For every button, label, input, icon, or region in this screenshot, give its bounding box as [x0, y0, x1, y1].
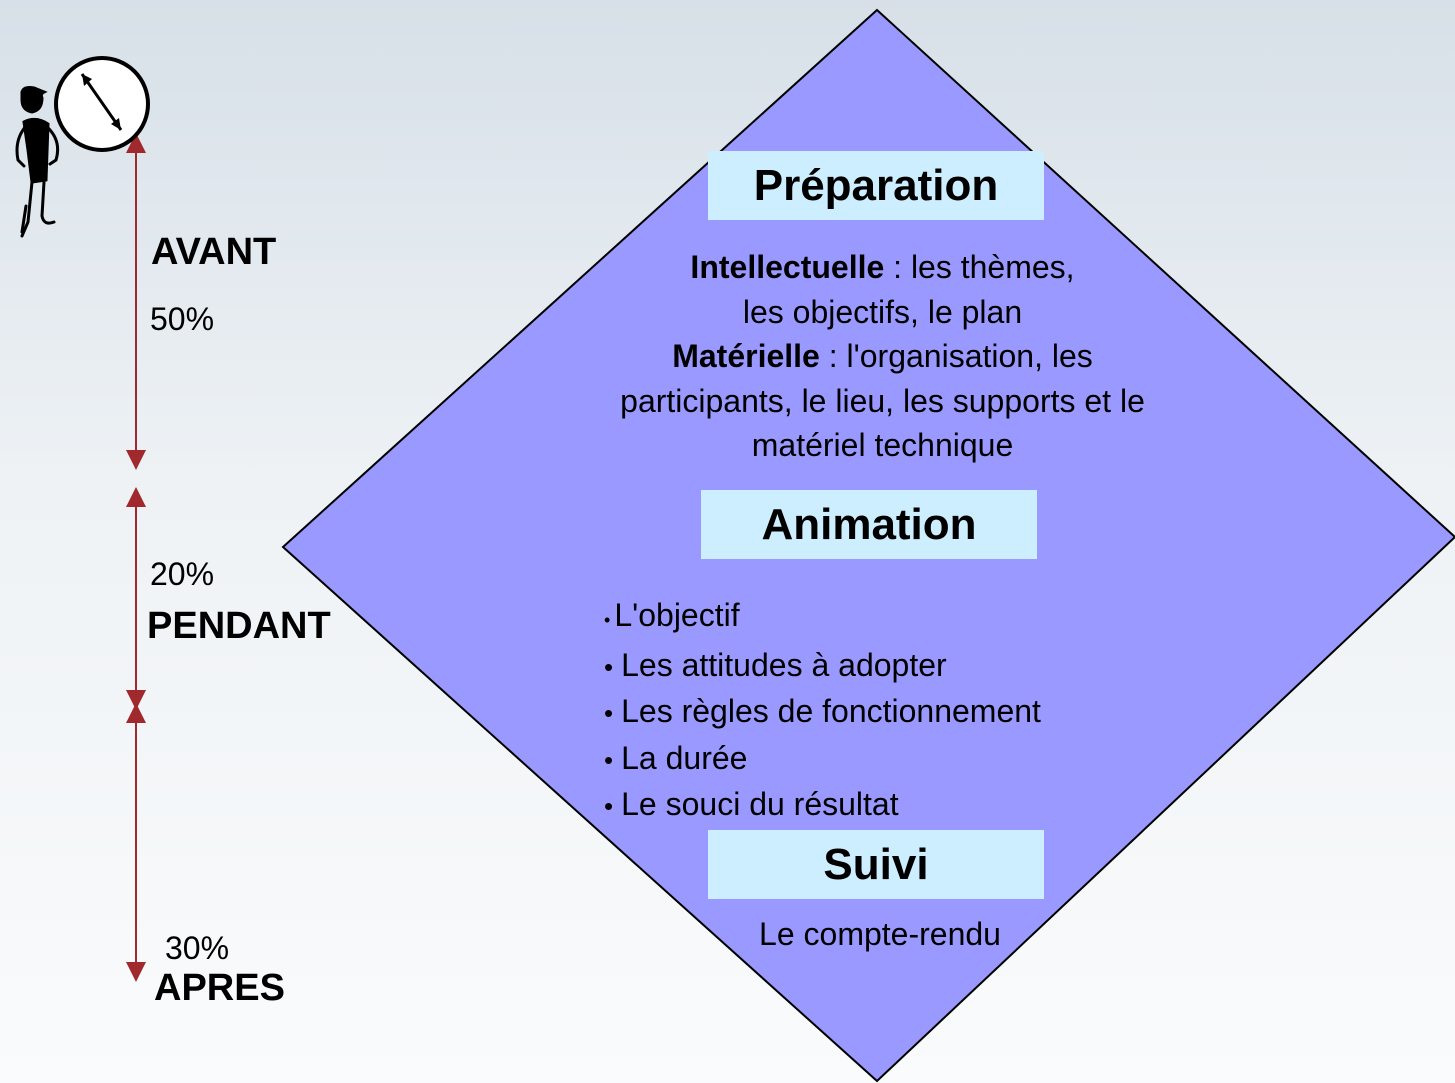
list-item: •Le souci du résultat	[604, 782, 1041, 829]
phase-percent-pendant: 20%	[150, 556, 215, 592]
animation-list: •L'objectif •Les attitudes à adopter •Le…	[604, 593, 1041, 829]
bullet-icon: •	[604, 651, 614, 682]
intellectuelle-line-1: Intellectuelle : les thèmes,	[555, 245, 1210, 290]
intellectuelle-text-1: : les thèmes,	[884, 249, 1075, 285]
materielle-text-3: matériel technique	[751, 427, 1014, 463]
list-item-text: Le souci du résultat	[621, 786, 899, 822]
bullet-icon: •	[604, 610, 611, 630]
animation-header: Animation	[701, 490, 1037, 559]
preparation-header: Préparation	[708, 151, 1044, 220]
materielle-line-1: Matérielle : l'organisation, les	[555, 334, 1210, 379]
list-item: •Les règles de fonctionnement	[604, 689, 1041, 736]
list-item: •La durée	[604, 736, 1041, 783]
preparation-title: Préparation	[753, 160, 999, 210]
list-item-text: Les règles de fonctionnement	[621, 693, 1041, 729]
preparation-details: Intellectuelle : les thèmes, les objecti…	[555, 245, 1210, 468]
suivi-title: Suivi	[823, 839, 929, 889]
phase-percent-apres: 30%	[165, 930, 230, 966]
materielle-text-2: participants, le lieu, les supports et l…	[620, 382, 1145, 419]
animation-title: Animation	[761, 499, 977, 549]
list-item-text: Les attitudes à adopter	[621, 646, 947, 683]
phase-label-apres: APRES	[154, 967, 285, 1009]
list-item-text: L'objectif	[614, 597, 740, 633]
suivi-header: Suivi	[708, 830, 1044, 899]
materielle-text-1: : l'organisation, les	[819, 338, 1093, 374]
bullet-icon: •	[604, 744, 614, 775]
intellectuelle-label: Intellectuelle	[690, 249, 885, 285]
bullet-icon: •	[604, 698, 614, 728]
bullet-icon: •	[604, 791, 614, 821]
intellectuelle-text-2: les objectifs, le plan	[742, 293, 1023, 330]
list-item: •Les attitudes à adopter	[604, 643, 1041, 690]
person-icon	[15, 86, 60, 238]
suivi-text: Le compte-rendu	[759, 916, 1001, 952]
phase-percent-avant: 50%	[150, 301, 215, 337]
list-item-text: La durée	[621, 739, 748, 776]
list-item: •L'objectif	[604, 593, 1041, 643]
phase-label-pendant: PENDANT	[147, 605, 331, 647]
materielle-label: Matérielle	[672, 338, 820, 374]
phase-label-avant: AVANT	[151, 231, 277, 273]
clock-icon	[54, 56, 150, 152]
